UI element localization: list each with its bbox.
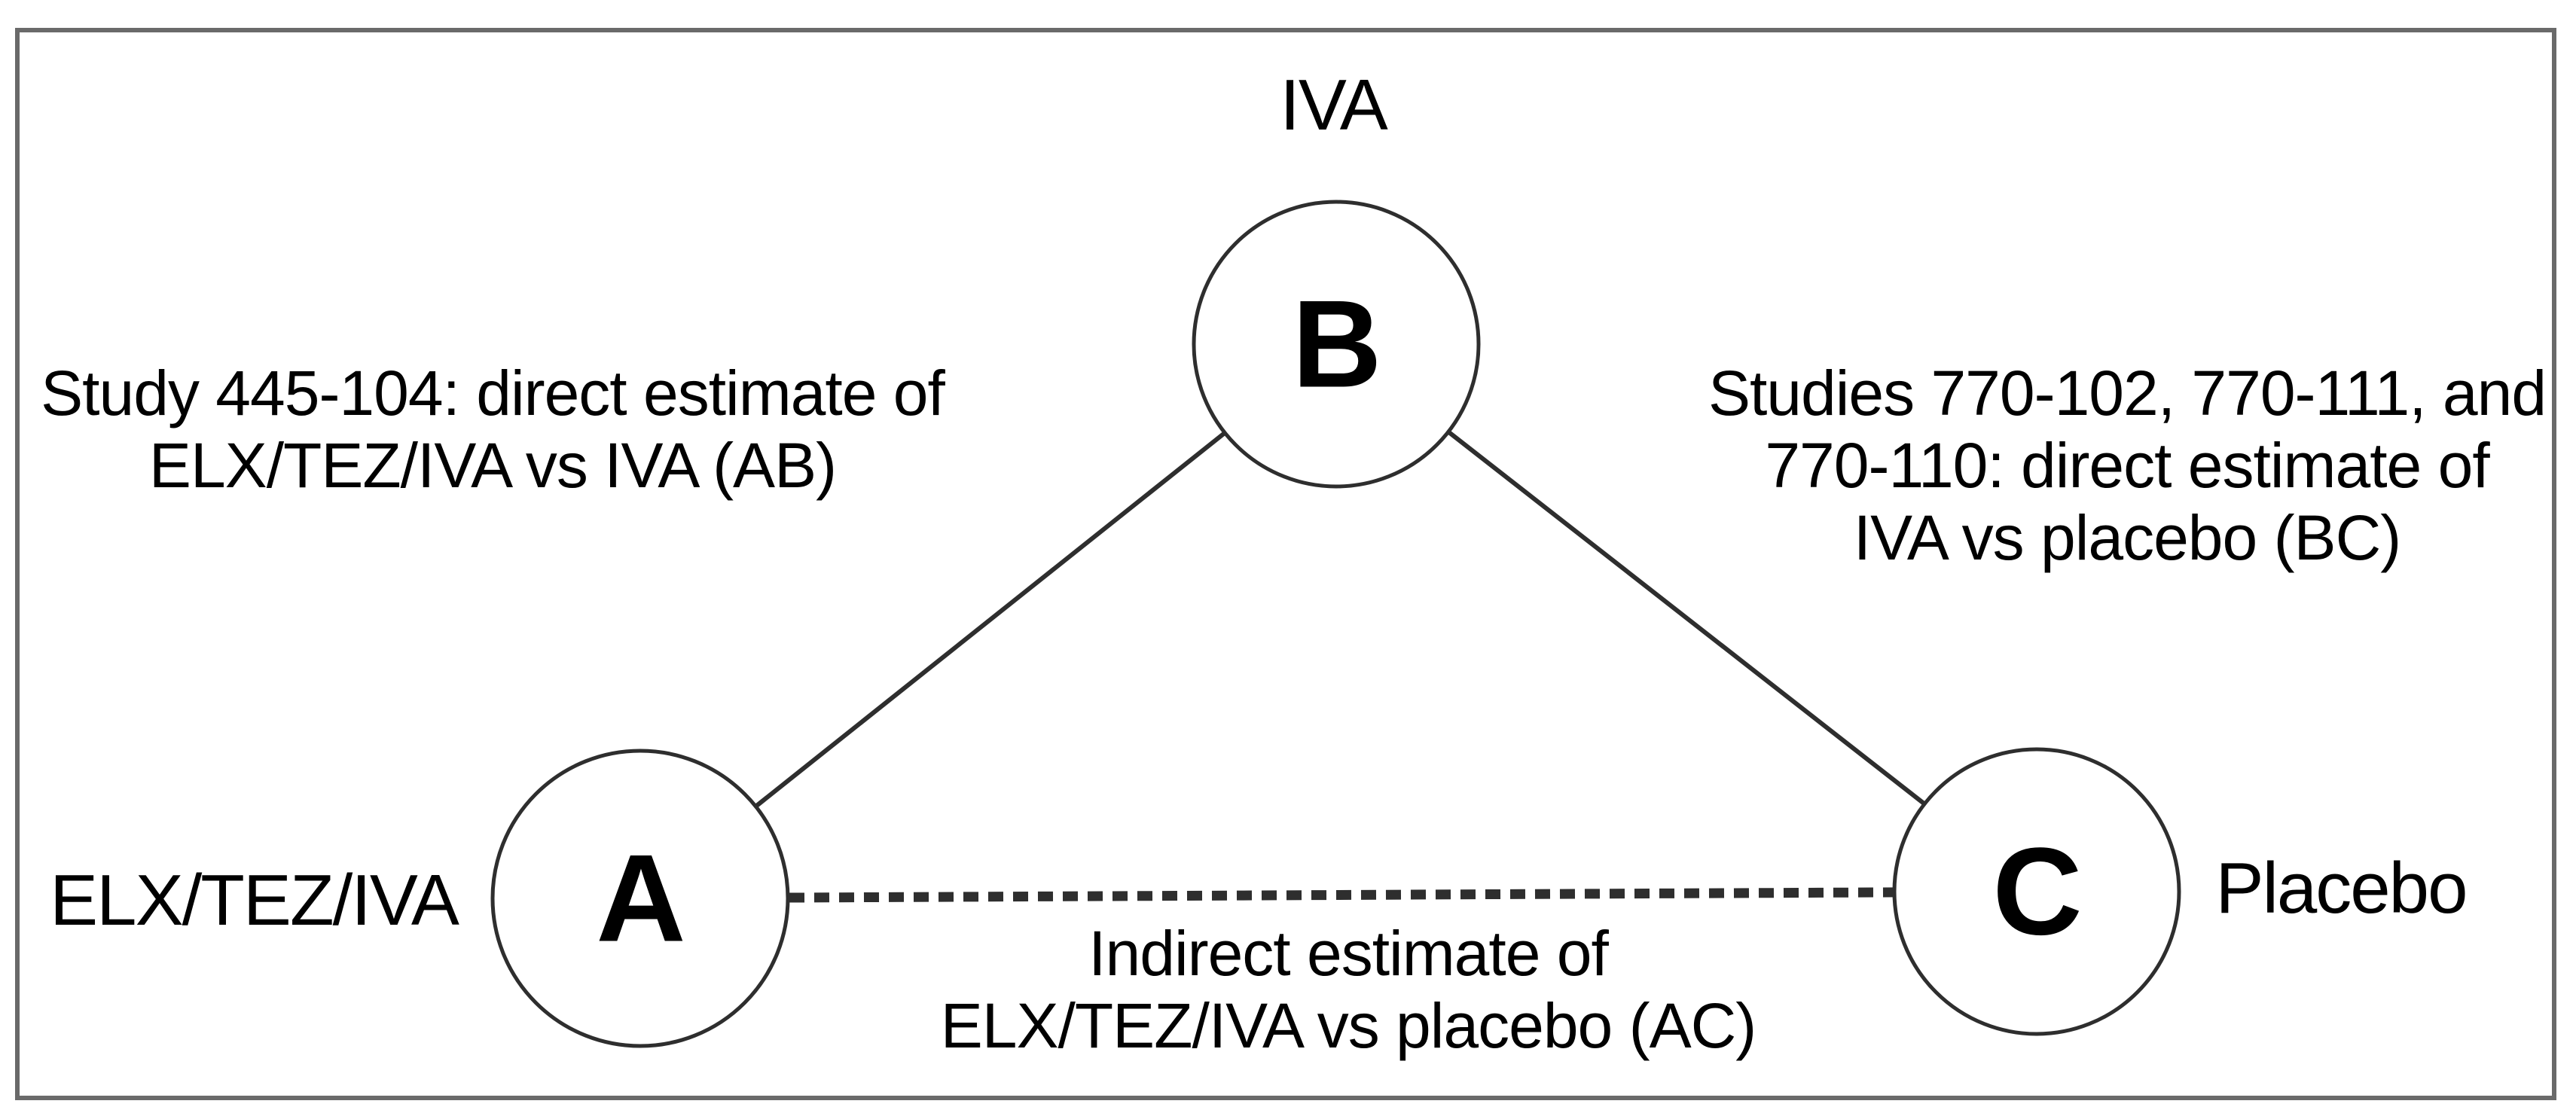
edge-label-ac-line-2: ELX/TEZ/IVA vs placebo (AC) xyxy=(940,990,1757,1061)
node-circle-a xyxy=(490,749,790,1048)
edge-label-bc-line-1: Studies 770-102, 770-111, and xyxy=(1708,358,2547,428)
node-label-placebo: Placebo xyxy=(2215,848,2468,929)
frame-border xyxy=(15,28,2556,1100)
edge-label-ab: Study 445-104: direct estimate of ELX/TE… xyxy=(3,357,982,502)
edge-label-ab-line-2: ELX/TEZ/IVA vs IVA (AB) xyxy=(148,430,837,501)
node-label-elx-tez-iva: ELX/TEZ/IVA xyxy=(50,860,459,941)
node-letter-a: A xyxy=(596,828,685,968)
edge-label-bc: Studies 770-102, 770-111, and 770-110: d… xyxy=(1675,357,2576,574)
edge-label-ac-line-1: Indirect estimate of xyxy=(1088,918,1609,989)
edge-label-ab-line-1: Study 445-104: direct estimate of xyxy=(41,358,945,428)
edge-label-bc-line-2: 770-110: direct estimate of xyxy=(1765,430,2489,501)
node-circle-c xyxy=(1892,747,2181,1036)
edge-label-bc-line-3: IVA vs placebo (BC) xyxy=(1853,502,2401,573)
edge-line-ac-dashed xyxy=(639,886,2037,904)
edge-label-ac: Indirect estimate of ELX/TEZ/IVA vs plac… xyxy=(896,917,1800,1062)
node-letter-b: B xyxy=(1292,274,1381,413)
edge-line-bc-solid xyxy=(1335,342,2038,894)
node-letter-c: C xyxy=(1992,822,2082,961)
node-label-iva: IVA xyxy=(1280,65,1388,146)
node-circle-b xyxy=(1192,200,1481,489)
